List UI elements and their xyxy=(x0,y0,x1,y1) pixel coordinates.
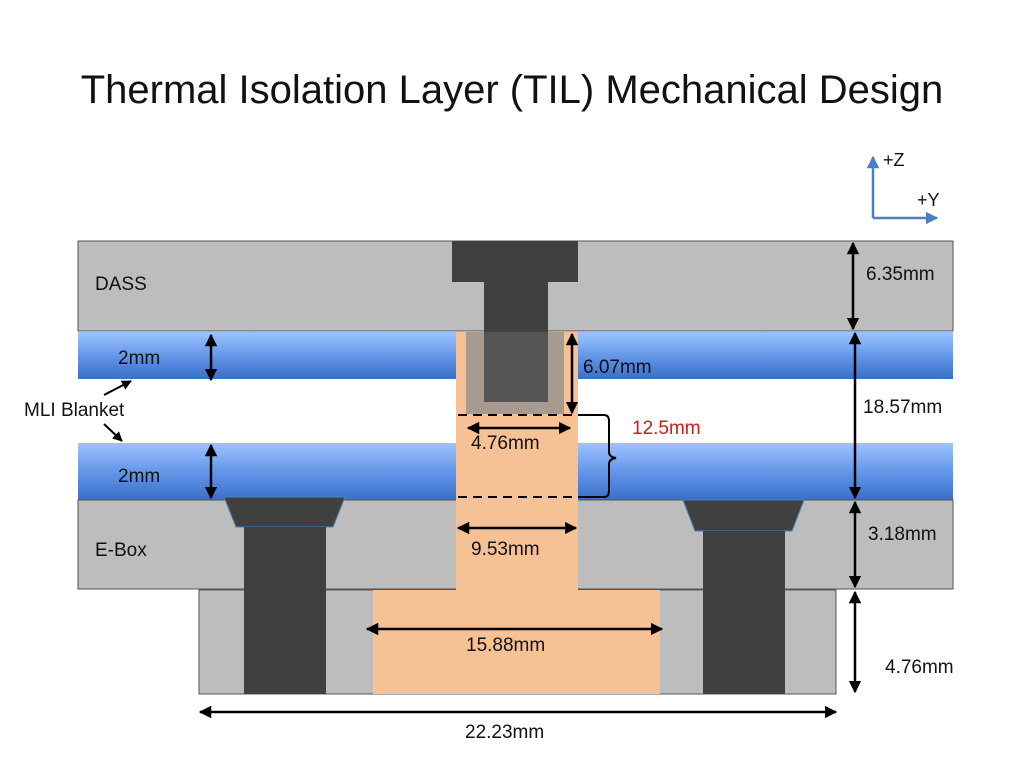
y-axis-label: +Y xyxy=(917,190,940,210)
dass-label: DASS xyxy=(95,274,147,295)
right-screw-shank xyxy=(703,531,785,694)
left-screw-shank xyxy=(244,527,326,694)
spacer-span-label: 18.57mm xyxy=(863,397,942,418)
neck-width-label: 9.53mm xyxy=(471,539,540,560)
top-bolt-head xyxy=(452,241,578,282)
top-bolt-shank-inner xyxy=(484,332,548,402)
right-screw-head xyxy=(682,499,805,532)
top-bolt-shank xyxy=(484,282,548,332)
dass-thickness-label: 6.35mm xyxy=(866,264,935,285)
left-screw-head xyxy=(223,496,346,528)
mli-arrow-up xyxy=(103,380,132,396)
bolt-depth-label: 6.07mm xyxy=(583,357,652,378)
isolator-height-bracket xyxy=(578,414,617,498)
ebox-label: E-Box xyxy=(95,540,147,561)
bore-width-label: 4.76mm xyxy=(471,433,540,454)
mli-label: MLI Blanket xyxy=(24,400,125,421)
axis-indicator: +Z +Y xyxy=(866,150,940,225)
blanket-top-label: 2mm xyxy=(118,348,160,369)
base-width-label: 22.23mm xyxy=(465,722,544,743)
isolator-height-label: 12.5mm xyxy=(632,418,701,439)
thermal-isolator xyxy=(373,332,660,694)
z-axis-label: +Z xyxy=(883,150,905,170)
base-thickness-label: 4.76mm xyxy=(885,657,954,678)
ebox-thickness-label: 3.18mm xyxy=(868,524,937,545)
page-title: Thermal Isolation Layer (TIL) Mechanical… xyxy=(80,68,944,112)
flange-width-label: 15.88mm xyxy=(466,635,545,656)
mli-arrow-down xyxy=(103,423,123,442)
blanket-bottom-label: 2mm xyxy=(118,466,160,487)
